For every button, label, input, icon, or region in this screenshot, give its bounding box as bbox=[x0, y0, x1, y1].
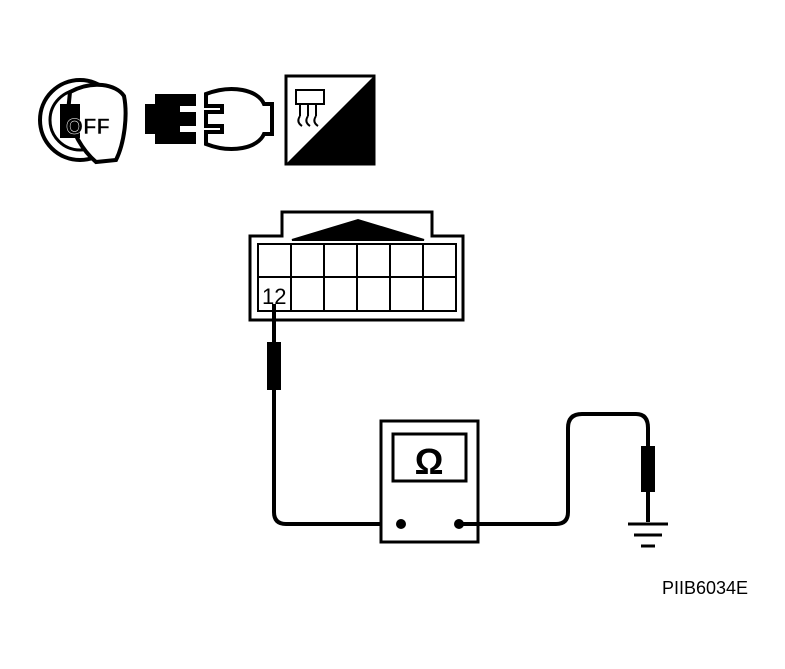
test-lead-connector bbox=[267, 304, 401, 526]
terminal-cavity-grid bbox=[257, 243, 457, 312]
meter-terminal-left bbox=[396, 519, 406, 529]
ohm-symbol: Ω bbox=[415, 441, 444, 482]
ignition-off-label: OFF bbox=[66, 114, 110, 139]
harness-connector: 12 bbox=[248, 210, 465, 322]
harness-side-label: H.S. bbox=[322, 142, 359, 163]
test-lead-ground bbox=[459, 412, 655, 526]
figure-id: PIIB6034E bbox=[662, 578, 748, 598]
ohmmeter: Ω bbox=[379, 419, 480, 544]
ignition-key-off-icon: OFF bbox=[38, 78, 128, 165]
ground-icon bbox=[628, 522, 668, 548]
harness-side-connector-icon: H.S. bbox=[284, 74, 376, 166]
connector-disconnect-icon bbox=[145, 87, 274, 151]
